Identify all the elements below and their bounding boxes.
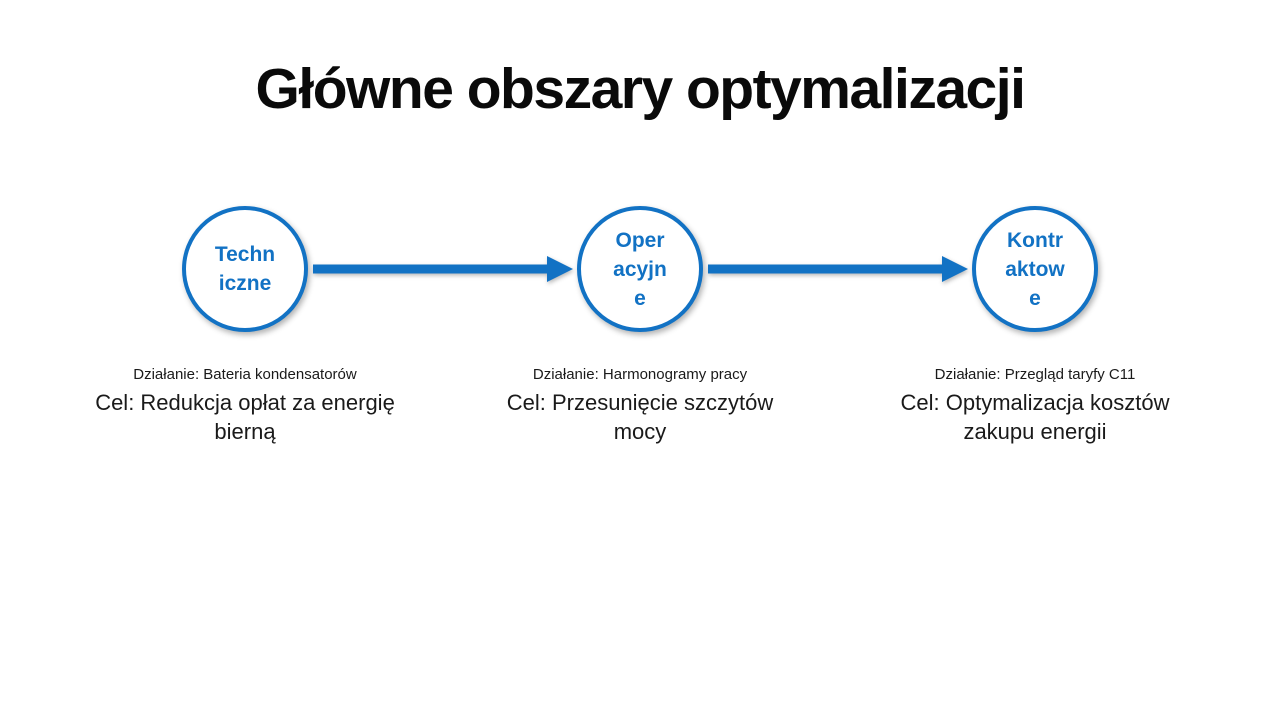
action-text: Działanie: Bateria kondensatorów <box>133 366 357 383</box>
node-description-techniczne: Działanie: Bateria kondensatorów Cel: Re… <box>35 364 455 446</box>
connector-arrow-1 <box>313 254 575 284</box>
node-label-line: Techn <box>214 243 276 266</box>
arrow-right-icon <box>708 256 968 282</box>
goal-text-line: bierną <box>214 419 276 444</box>
node-label-line: aktow <box>1005 257 1065 281</box>
page-title: Główne obszary optymalizacji <box>255 57 1026 121</box>
node-label-line: acyjn <box>613 257 667 281</box>
node-circle-techniczne: Techn iczne <box>182 206 308 332</box>
goal-text-line: Cel: Redukcja opłat za energię <box>95 390 395 415</box>
goal-text-line: zakupu energii <box>963 419 1107 444</box>
goal-text-line: Cel: Optymalizacja kosztów <box>900 390 1170 415</box>
node-label-line: Oper <box>615 228 665 252</box>
node-circle-operacyjne: Oper acyjn e <box>577 206 703 332</box>
goal-text-line: mocy <box>613 419 667 444</box>
node-label-line: Kontr <box>1007 228 1063 252</box>
node-description-kontraktowe: Działanie: Przegląd taryfy C11 Cel: Opty… <box>825 364 1245 446</box>
node-description-operacyjne: Działanie: Harmonogramy pracy Cel: Przes… <box>430 364 850 446</box>
arrow-right-icon <box>313 256 573 282</box>
goal-text-line: Cel: Przesunięcie szczytów <box>506 390 774 415</box>
node-label-line: e <box>634 286 646 310</box>
node-circle-kontraktowe: Kontr aktow e <box>972 206 1098 332</box>
connector-arrow-2 <box>708 254 970 284</box>
action-text: Działanie: Harmonogramy pracy <box>532 366 748 383</box>
node-label-line: e <box>1029 286 1041 310</box>
node-label-line: iczne <box>218 272 272 295</box>
action-text: Działanie: Przegląd taryfy C11 <box>934 366 1136 383</box>
